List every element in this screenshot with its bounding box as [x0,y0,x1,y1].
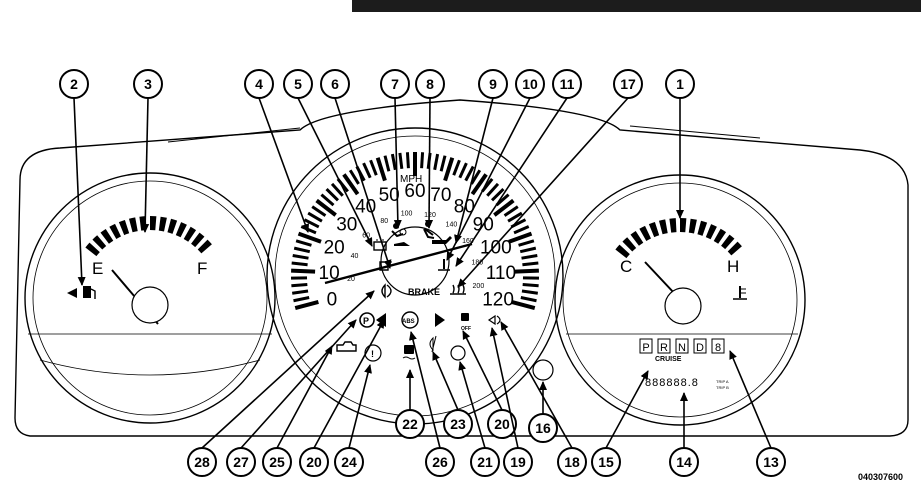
callout-number: 18 [564,454,580,470]
callout-number: 14 [676,454,692,470]
mph-tick-label: 30 [336,215,357,236]
callout-number: 1 [676,76,684,92]
callout-number: 20 [494,416,510,432]
callout-number: 13 [763,454,779,470]
temp-hot-label: H [727,257,739,276]
front-fog-icon [489,316,500,324]
right-turn-icon [435,313,445,327]
engine-check-icon [337,342,356,351]
callout-number: 25 [269,454,285,470]
callouts-top: 2 3 4 5 6 7 8 9 10 11 17 1 [60,70,694,287]
park-brake-icon: P [360,313,374,327]
mph-tick-label: 70 [430,185,451,206]
speed-needle [325,244,472,283]
temp-needle-hub [665,288,701,324]
callout-number: 22 [402,416,418,432]
svg-text:ABS: ABS [402,319,415,325]
kmh-tick-label: 140 [446,221,458,228]
cluster-housing [15,100,908,436]
kmh-tick-label: 40 [351,253,359,260]
mph-tick-label: 0 [327,289,338,310]
mph-tick-label: 120 [482,289,514,310]
callout-number: 21 [477,454,493,470]
trip-b-label: TRIP B [716,385,729,390]
tire-pressure-icon: ! [365,345,381,361]
mph-tick-label: 20 [324,238,345,259]
kmh-tick-label: 120 [424,212,436,219]
callout-number: 8 [426,76,434,92]
callout-number: 3 [144,76,152,92]
abs-icon: ABS [402,312,418,328]
callout-number: 7 [391,76,399,92]
callout-number: 16 [535,420,551,436]
odometer-digits: 888888.8 [645,377,699,389]
callout-number: 28 [194,454,210,470]
speed-needle-hub [381,227,449,295]
cruise-label: CRUISE [655,356,682,363]
temp-scale-arc [621,225,737,254]
svg-text:OFF: OFF [461,326,471,332]
low-fuel-icon [67,286,95,299]
fuel-scale-arc [91,223,207,252]
callout-number: 5 [294,76,302,92]
callout-number: 10 [522,76,538,92]
brake-label: BRAKE [408,287,440,297]
fog-light-icon [430,336,436,352]
callout-number: 4 [255,76,263,92]
svg-text:!: ! [371,349,374,359]
mph-tick-label: 100 [480,238,512,259]
coolant-temp-icon [733,286,747,299]
mph-tick-label: 110 [486,263,516,284]
cruise-icon [451,346,465,360]
kmh-tick-label: 100 [401,211,413,218]
airbag-icon [392,223,406,236]
gear-letter: P [642,342,649,354]
gear-letter: N [678,342,686,354]
kmh-tick-label: 200 [473,283,485,290]
callout-number: 26 [432,454,448,470]
callout-number: 15 [598,454,614,470]
fuel-gauge: E F [25,173,275,423]
callout-number: 19 [510,454,526,470]
headlight-icon [382,285,391,297]
callout-number: 23 [450,416,466,432]
oil-can-icon [394,236,452,246]
speed-unit-label: MPH [400,174,422,185]
traction-off-icon: OFF [461,313,471,332]
gear-letter: D [696,342,704,354]
trip-a-label: TRIP A [716,379,729,384]
fuel-needle-hub [132,287,168,323]
callout-number: 6 [331,76,339,92]
kmh-tick-label: 80 [380,218,388,225]
trip-reset-button [533,360,553,380]
fuel-full-label: F [197,259,207,278]
fuel-empty-label: E [92,259,103,278]
figure-code: 040307600 [858,472,903,482]
callout-number: 2 [70,76,78,92]
callout-number: 9 [489,76,497,92]
gear-letter: 8 [715,342,721,354]
gear-letter: R [660,342,668,354]
callout-number: 17 [620,76,636,92]
callout-number: 11 [560,76,575,92]
skid-icon [403,345,415,359]
temp-cold-label: C [620,257,632,276]
callout-number: 20 [306,454,322,470]
callout-number: 24 [341,454,357,470]
svg-text:P: P [363,316,369,326]
callout-number: 27 [233,454,249,470]
